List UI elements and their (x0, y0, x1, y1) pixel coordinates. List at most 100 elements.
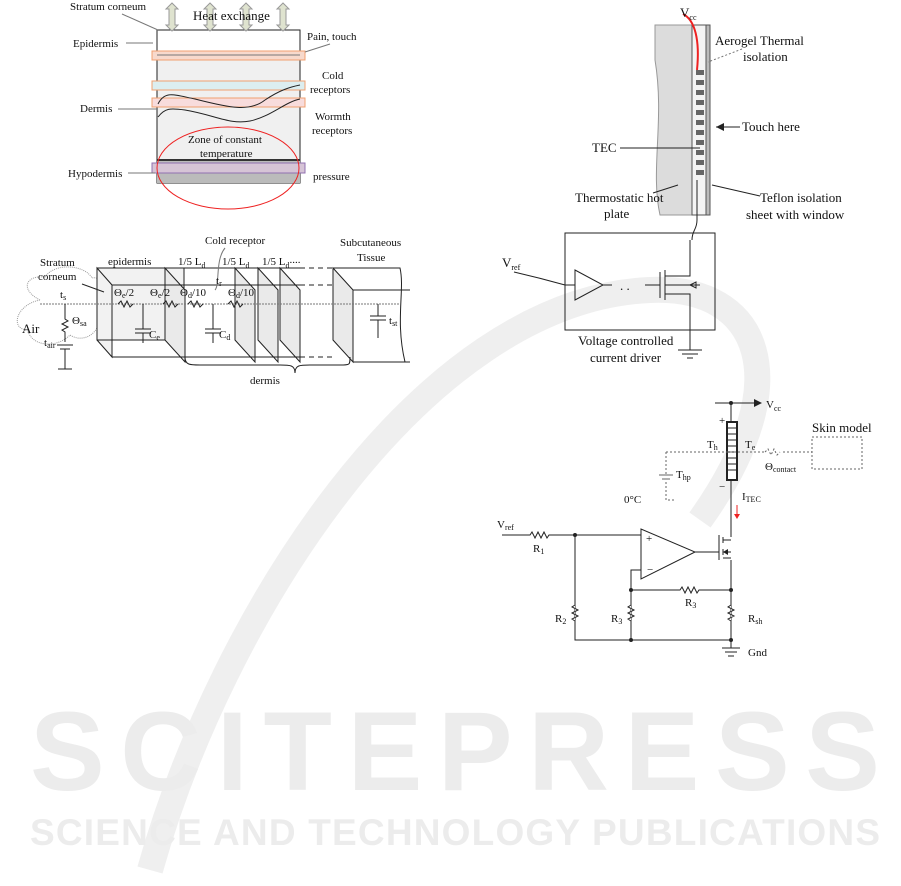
diagram-shape (300, 267, 333, 358)
diagram-shape (137, 276, 771, 874)
label-r3-feedback: R3 (685, 597, 696, 610)
label-part: V (497, 519, 505, 531)
label-dermis-model: dermis (250, 375, 280, 387)
label-part: TEC (746, 495, 761, 504)
label-part: 1 (540, 547, 544, 556)
label-part: Θ (228, 287, 236, 299)
diagram-shape (304, 43, 331, 53)
label-part: /10 (240, 287, 255, 299)
label-wormth: Wormth (315, 111, 351, 123)
diagram-shape (659, 474, 673, 480)
diagram-shape (678, 340, 702, 359)
diagram-shape (696, 130, 704, 135)
diagram-shape (764, 447, 781, 457)
label-ld-3: 1/5 Ld.... (262, 254, 301, 270)
diagram-shape (238, 2, 254, 32)
diagram-shape (707, 48, 743, 63)
tec-plus: + (719, 415, 725, 427)
diagram-shape (696, 110, 704, 115)
label-epidermis-model: epidermis (108, 256, 151, 268)
diagram-shape (184, 356, 351, 374)
diagram-shape (333, 267, 406, 363)
label-r3-vertical: R3 (611, 613, 622, 626)
label-part: 1/5 L (222, 256, 246, 268)
label-part: C (149, 329, 156, 341)
diagram-shape (151, 97, 306, 108)
label-part: /10 (192, 287, 207, 299)
label-gnd: Gnd (748, 647, 767, 659)
ground-icon (722, 640, 740, 657)
label-hypodermis: Hypodermis (68, 168, 122, 180)
label-theta-d-1: Θd/10 (180, 287, 207, 300)
label-corneum: corneum (38, 271, 77, 283)
diagram-shape (695, 535, 731, 560)
diagram-shape (214, 247, 226, 291)
label-skin-model: Skin model (812, 420, 872, 435)
label-part: .... (290, 254, 301, 266)
label-tr: tr (216, 275, 222, 288)
label-part: d (286, 261, 290, 270)
diagram-shape (696, 120, 704, 125)
watermark-tagline: SCIENCE AND TECHNOLOGY PUBLICATIONS (30, 812, 880, 853)
label-current-driver: current driver (590, 350, 662, 365)
label-part: e (158, 291, 162, 300)
diagram-shape (696, 140, 704, 145)
opamp-plus: + (646, 533, 652, 545)
label-theta-sa: Θsa (72, 315, 87, 328)
diagram-shape (726, 421, 738, 481)
label-part: ref (505, 523, 514, 532)
label-part: Θ (180, 287, 188, 299)
label-r2: R2 (555, 613, 566, 626)
current-arrow-icon (734, 514, 740, 519)
diagram-shape (97, 267, 410, 363)
label-part: d (188, 291, 192, 300)
label-aerogel: Aerogel Thermal (715, 33, 804, 48)
label-theta-d-2: Θd/10 (228, 287, 255, 300)
diagram-shape (57, 304, 73, 370)
diagram-shape (754, 399, 762, 407)
diagram-shape (117, 299, 244, 309)
label-itec: ITEC (742, 491, 761, 504)
label-part: /2 (162, 287, 171, 299)
diagram-shape (96, 266, 354, 364)
label-cd: Cd (219, 329, 230, 342)
diagram-shape (151, 80, 306, 91)
diagram-shape (502, 530, 641, 540)
label-part: s (63, 293, 66, 302)
diagram-shape (156, 126, 300, 210)
diagram-shape (157, 84, 301, 108)
label-dermis: Dermis (80, 103, 112, 115)
circuit-figure: Vcc + − Skin model Th Te Θcontact Thp 0°… (497, 399, 872, 659)
label-tst: tst (389, 315, 398, 328)
label-part: sa (80, 319, 87, 328)
tec-minus: − (719, 481, 725, 493)
label-part: r (219, 279, 222, 288)
label-part: sh (755, 617, 762, 626)
label-thp: Thp (676, 469, 691, 482)
label-tissue: Tissue (357, 252, 385, 264)
diagram-shape (696, 160, 704, 165)
label-teflon-sheet: sheet with window (746, 207, 845, 222)
label-part: 1/5 L (262, 256, 286, 268)
label-part: t (389, 315, 392, 327)
diagram-shape (234, 266, 256, 364)
diagram-shape (257, 266, 279, 364)
label-part: 2 (562, 617, 566, 626)
label-part: e (122, 291, 126, 300)
diagram-shape (570, 604, 736, 622)
diagram-shape (275, 2, 291, 32)
diagram-shape (164, 266, 186, 364)
label-part: V (766, 399, 774, 411)
diagram-shape (332, 266, 354, 364)
diagram-shape (705, 24, 711, 216)
label-zone: Zone of constant (188, 134, 262, 146)
label-part: R (748, 613, 756, 625)
diagram-shape (151, 162, 306, 174)
label-part: R (533, 543, 541, 555)
skin-layers-figure: Stratum corneum Heat exchange Epidermis … (68, 1, 357, 210)
label-part: 3 (692, 601, 696, 610)
label-part: contact (773, 465, 797, 474)
label-r1: R1 (533, 543, 544, 556)
diagram-shape (696, 70, 704, 75)
